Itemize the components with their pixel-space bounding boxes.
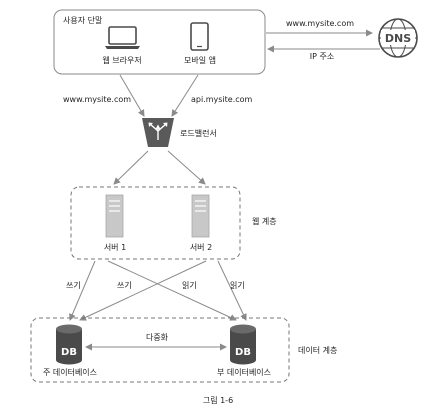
data-tier-label: 데이터 계층 xyxy=(298,346,338,355)
server-2-label: 서버 2 xyxy=(189,243,213,252)
write-label-1: 쓰기 xyxy=(66,281,81,290)
server-1-icon xyxy=(105,194,124,238)
server1-read-arrow xyxy=(107,260,237,321)
lb-to-server1-arrow xyxy=(113,150,149,185)
load-balancer-icon xyxy=(142,118,174,147)
dns-response-label: IP 주소 xyxy=(309,52,335,61)
api-domain-label: api.mysite.com xyxy=(191,95,253,104)
read-label-1: 읽기 xyxy=(182,281,197,290)
laptop-icon xyxy=(105,26,140,49)
mobile-app-label: 모바일 앱 xyxy=(184,56,216,65)
web-request-arrow xyxy=(119,74,145,117)
dns-label: DNS xyxy=(385,32,411,45)
client-box xyxy=(53,9,266,75)
replica-db-label: 부 데이터베이스 xyxy=(216,368,272,377)
dns-globe-icon: DNS xyxy=(378,18,418,58)
replica-db-icon: DB xyxy=(230,324,256,365)
primary-db-icon-text: DB xyxy=(61,347,77,358)
replica-db-icon-text: DB xyxy=(235,347,251,358)
server-2-icon xyxy=(191,194,210,238)
lb-to-server2-arrow xyxy=(167,150,206,185)
web-tier-box xyxy=(70,186,241,260)
write-label-2: 쓰기 xyxy=(117,281,132,290)
server1-write-arrow xyxy=(69,260,96,321)
replication-label: 다중화 xyxy=(145,333,169,342)
web-browser-label: 웹 브라우저 xyxy=(102,56,142,65)
client-title: 사용자 단말 xyxy=(63,16,103,25)
web-tier-label: 웹 계층 xyxy=(252,217,277,226)
web-domain-label: www.mysite.com xyxy=(63,95,132,104)
read-label-2: 읽기 xyxy=(230,281,245,290)
server2-read-arrow xyxy=(217,260,247,321)
dns-query-domain: www.mysite.com xyxy=(285,19,355,28)
server2-write-arrow xyxy=(79,260,207,321)
primary-db-icon: DB xyxy=(56,324,82,365)
figure-caption: 그림 1-6 xyxy=(202,396,234,405)
server-1-label: 서버 1 xyxy=(103,243,127,252)
data-tier-box xyxy=(30,317,290,383)
api-request-arrow xyxy=(171,74,199,117)
mobile-phone-icon xyxy=(190,22,209,51)
load-balancer-label: 로드밸런서 xyxy=(180,129,217,138)
primary-db-label: 주 데이터베이스 xyxy=(42,368,98,377)
